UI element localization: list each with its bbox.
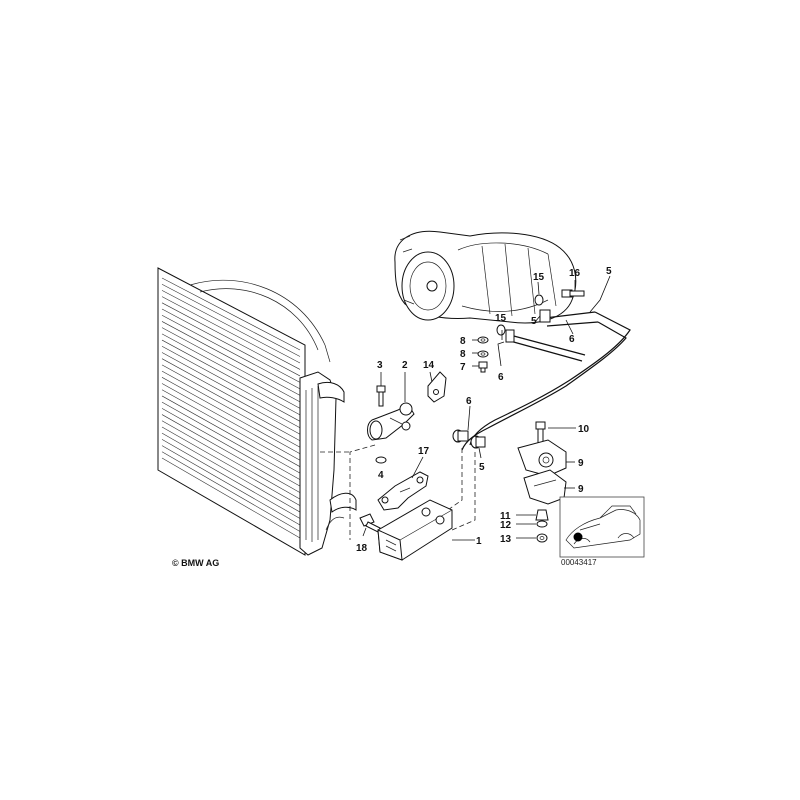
washer-part-15-lower[interactable] (496, 324, 506, 336)
nut-part-13[interactable] (536, 533, 548, 543)
label-1: 1 (476, 536, 482, 547)
radiator-fin (161, 339, 301, 416)
washer-part-8-upper[interactable] (477, 336, 489, 344)
bracket-part-17[interactable] (377, 471, 429, 511)
oil-cooler-part-1[interactable] (377, 499, 453, 561)
plug-part-7[interactable] (478, 361, 488, 373)
radiator-fin (161, 277, 301, 351)
bolt-part-3[interactable] (376, 385, 386, 407)
dashed-guides (320, 444, 476, 540)
radiator-fin (161, 358, 301, 435)
washer-part-12[interactable] (536, 520, 548, 528)
label-13: 13 (500, 534, 512, 545)
part-labels: 1 2 3 4 5 5 5 6 6 6 7 8 8 9 9 10 11 12 1… (356, 266, 612, 554)
label-16: 16 (569, 268, 581, 279)
location-marker-icon (573, 532, 583, 542)
radiator-fin (161, 346, 301, 422)
label-5a: 5 (606, 266, 612, 277)
washer-part-8-lower[interactable] (477, 350, 489, 358)
label-12: 12 (500, 520, 512, 531)
bolt-part-16[interactable] (561, 289, 585, 298)
bolt-part-10[interactable] (535, 421, 546, 444)
radiator-fin (161, 377, 301, 454)
radiator-fin (161, 414, 301, 493)
radiator (157, 267, 357, 556)
fitting-part-6[interactable] (452, 429, 469, 443)
label-8b: 8 (460, 349, 466, 360)
radiator-fin (161, 401, 301, 480)
radiator-fin (161, 308, 301, 383)
leader-lines (362, 275, 611, 541)
label-6a: 6 (569, 334, 575, 345)
copyright-text: © BMW AG (172, 558, 219, 568)
radiator-fin (161, 314, 301, 390)
radiator-fin (161, 302, 301, 377)
radiator-fin (161, 445, 301, 526)
label-14: 14 (423, 360, 435, 371)
label-15a: 15 (533, 272, 545, 283)
bolt-part-18[interactable] (359, 513, 381, 533)
radiator-fin (161, 389, 301, 467)
label-3: 3 (377, 360, 383, 371)
radiator-fin (161, 420, 301, 500)
radiator-fin (161, 370, 301, 448)
diagram-id: 00043417 (561, 558, 597, 567)
radiator-fin (161, 321, 301, 396)
label-9a: 9 (578, 458, 584, 469)
fitting-part-5-lower[interactable] (470, 435, 486, 449)
radiator-fin (161, 451, 301, 532)
radiator-fin (161, 383, 301, 461)
label-7: 7 (460, 362, 466, 373)
radiator-fin (161, 364, 301, 442)
radiator-fin (161, 395, 301, 474)
radiator-fin (161, 432, 301, 513)
clamp-part-9-upper[interactable] (517, 439, 567, 477)
radiator-fin (161, 439, 301, 519)
label-9b: 9 (578, 484, 584, 495)
label-10: 10 (578, 424, 590, 435)
radiator-fin (161, 426, 301, 506)
label-8a: 8 (460, 336, 466, 347)
radiator-fin (161, 296, 301, 370)
label-2: 2 (402, 360, 408, 371)
oil-lines (461, 311, 631, 451)
washer-part-15-upper[interactable] (534, 294, 544, 306)
radiator-fin (161, 352, 301, 429)
radiator-fin (161, 333, 301, 409)
nut-part-11[interactable] (535, 509, 549, 521)
label-18: 18 (356, 543, 368, 554)
radiator-fin (161, 283, 301, 357)
radiator-fin (161, 290, 301, 364)
label-6c: 6 (466, 396, 472, 407)
label-4: 4 (378, 470, 384, 481)
transmission (394, 230, 577, 324)
label-11: 11 (500, 511, 511, 522)
label-6b: 6 (498, 372, 504, 383)
label-5c: 5 (479, 462, 485, 473)
radiator-fin (161, 457, 301, 539)
valve-part-2[interactable] (367, 402, 415, 441)
label-5b: 5 (531, 316, 537, 327)
label-15b: 15 (495, 313, 507, 324)
vehicle-location-thumbnail (559, 496, 645, 558)
radiator-fin (161, 408, 301, 487)
bracket-part-14[interactable] (427, 371, 447, 403)
o-ring-part-4[interactable] (375, 456, 387, 464)
label-17: 17 (418, 446, 430, 457)
radiator-fin (161, 327, 301, 403)
